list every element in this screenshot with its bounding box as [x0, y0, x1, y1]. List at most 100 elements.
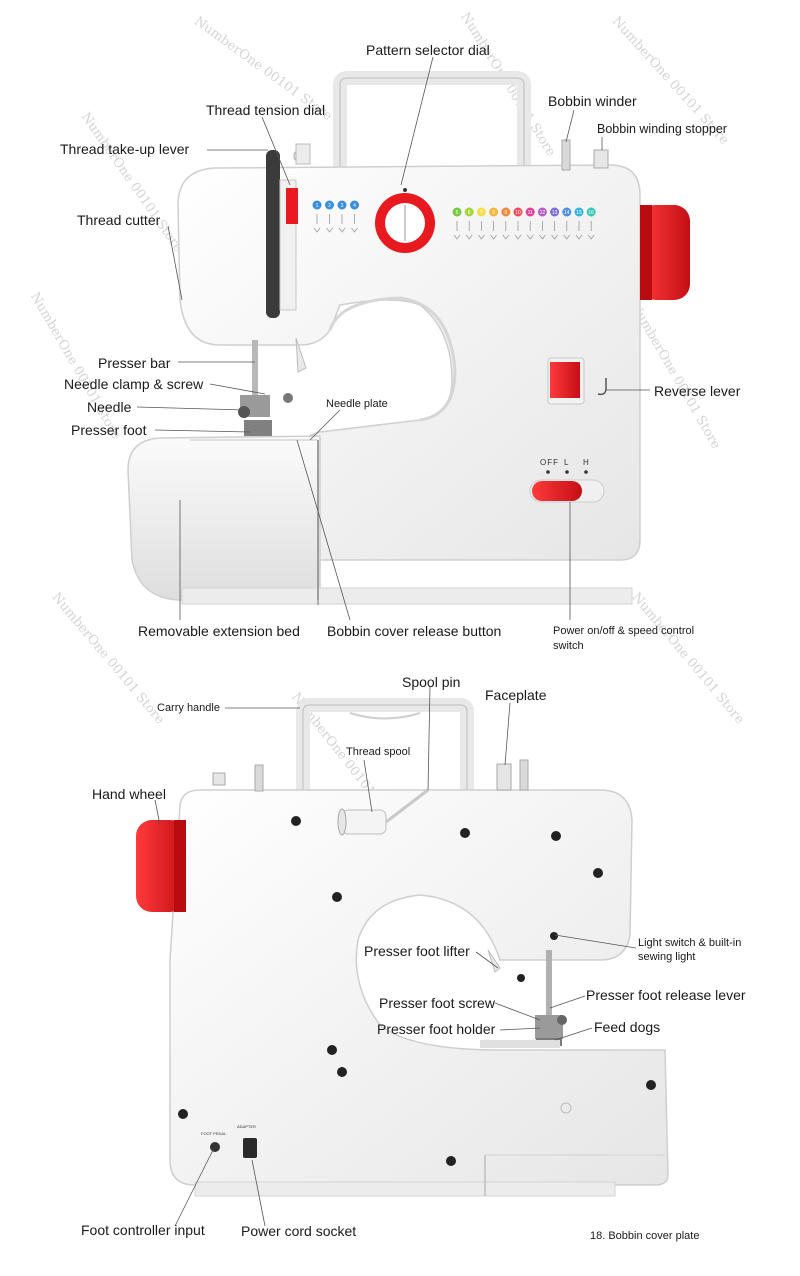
- stitch-13-number: 13: [552, 210, 558, 216]
- label-spool-pin: Spool pin: [402, 674, 461, 690]
- label-presser-foot: Presser foot: [71, 422, 147, 438]
- stitch-14-pattern: [563, 221, 571, 240]
- pattern-selector-dial: [375, 188, 435, 253]
- stitch-5-number: 5: [456, 210, 459, 216]
- stitch-13-marker: [550, 207, 560, 217]
- thread-spool: [337, 788, 429, 836]
- label-light-switch-line1: Light switch & built-in: [638, 937, 742, 949]
- stitch-3-number: 3: [341, 203, 344, 209]
- stitch-11-marker: [525, 207, 535, 217]
- label-bobbin-cover-release-button: Bobbin cover release button: [327, 623, 502, 639]
- stitch-16-marker: [586, 207, 596, 217]
- label-feed-dogs: Feed dogs: [594, 1019, 661, 1035]
- stitch-12-pattern: [539, 221, 546, 240]
- bobbin-winder: [561, 139, 609, 171]
- label-needle: Needle: [87, 399, 132, 415]
- label-thread-take-up-lever: Thread take-up lever: [60, 141, 190, 157]
- stitch-2-pattern: [326, 214, 333, 233]
- stitch-3-pattern: [338, 214, 346, 233]
- stitch-6-number: 6: [468, 210, 471, 216]
- stitch-11-pattern: [526, 221, 534, 240]
- switch-mark-low: L: [564, 458, 570, 467]
- label-power-switch-line1: Power on/off & speed control: [553, 625, 695, 637]
- stitch-1-number: 1: [316, 203, 319, 209]
- label-carry-handle: Carry handle: [157, 702, 220, 714]
- stitch-8-number: 8: [492, 210, 495, 216]
- label-presser-foot-release-lever: Presser foot release lever: [586, 987, 746, 1003]
- front-hand-wheel: [640, 205, 690, 300]
- back-needle-area: [480, 949, 567, 1048]
- stitch-9-number: 9: [504, 210, 507, 216]
- label-thread-cutter: Thread cutter: [77, 212, 161, 228]
- back-leader-lines: [154, 685, 637, 1227]
- rear-ports: [210, 1138, 257, 1158]
- stitch-4-pattern: [351, 214, 358, 233]
- port-mark-foot-pedal: FOOT PEDAL: [201, 1131, 227, 1136]
- stitch-14-marker: [562, 207, 572, 217]
- stitch-7-marker: [476, 207, 486, 217]
- stitch-6-pattern: [465, 221, 473, 240]
- stitch-12-marker: [537, 207, 547, 217]
- stitch-10-pattern: [514, 221, 522, 240]
- power-speed-switch: [529, 470, 605, 503]
- stitch-16-number: 16: [588, 210, 594, 216]
- stitch-10-number: 10: [515, 210, 521, 216]
- label-needle-plate: Needle plate: [326, 398, 388, 410]
- stitch-10-marker: [513, 207, 523, 217]
- stitch-8-pattern: [490, 221, 497, 240]
- label-faceplate: Faceplate: [485, 687, 547, 703]
- stitch-14-number: 14: [564, 210, 570, 216]
- label-pattern-selector-dial: Pattern selector dial: [366, 42, 490, 58]
- label-reverse-lever: Reverse lever: [654, 383, 741, 399]
- label-presser-foot-holder: Presser foot holder: [377, 1021, 496, 1037]
- stitch-4-number: 4: [353, 203, 356, 209]
- front-leader-lines: [136, 56, 650, 621]
- label-bobbin-cover-plate: 18. Bobbin cover plate: [590, 1230, 700, 1242]
- stitch-3-marker: [337, 200, 347, 210]
- label-power-cord-socket: Power cord socket: [241, 1223, 357, 1239]
- stitch-15-number: 15: [576, 210, 582, 216]
- stitch-1-marker: [312, 200, 322, 210]
- label-hand-wheel: Hand wheel: [92, 786, 166, 802]
- label-thread-spool: Thread spool: [346, 746, 411, 758]
- stitch-5-marker: [452, 207, 462, 217]
- stitch-15-marker: [574, 207, 584, 217]
- stitch-6-marker: [464, 207, 474, 217]
- label-light-switch-line2: sewing light: [638, 951, 696, 963]
- stitch-2-number: 2: [328, 203, 331, 209]
- stitch-8-marker: [489, 207, 499, 217]
- label-power-switch-line2: switch: [553, 640, 584, 652]
- label-bobbin-winding-stopper: Bobbin winding stopper: [597, 122, 727, 136]
- front-needle-area: [238, 337, 307, 436]
- stitch-1-pattern: [313, 214, 321, 233]
- stitch-5-pattern: [453, 221, 461, 240]
- stitch-7-pattern: [478, 221, 485, 240]
- label-presser-foot-lifter: Presser foot lifter: [364, 943, 470, 959]
- back-carry-handle: [296, 698, 474, 790]
- back-hand-wheel: [136, 820, 186, 912]
- stitch-9-marker: [501, 207, 511, 217]
- stitch-13-pattern: [551, 221, 558, 240]
- stitch-7-number: 7: [480, 210, 483, 216]
- back-machine-body: [169, 789, 669, 1197]
- body-screws: [178, 816, 656, 1166]
- label-foot-controller-input: Foot controller input: [81, 1222, 205, 1238]
- stitch-12-number: 12: [540, 210, 546, 216]
- reverse-lever: [547, 357, 607, 405]
- label-removable-extension-bed: Removable extension bed: [138, 623, 300, 639]
- switch-mark-high: H: [583, 458, 590, 467]
- switch-mark-off: OFF: [540, 458, 559, 467]
- label-presser-foot-screw: Presser foot screw: [379, 995, 495, 1011]
- stitch-15-pattern: [575, 221, 583, 240]
- stitch-11-number: 11: [528, 210, 533, 216]
- label-thread-tension-dial: Thread tension dial: [206, 102, 326, 118]
- stitch-16-pattern: [587, 221, 595, 240]
- stitch-2-marker: [325, 200, 334, 210]
- thread-tension-assembly: [266, 143, 311, 318]
- label-bobbin-winder: Bobbin winder: [548, 93, 637, 109]
- label-needle-clamp-screw: Needle clamp & screw: [64, 376, 204, 392]
- port-mark-power: ADAPTER: [237, 1124, 256, 1129]
